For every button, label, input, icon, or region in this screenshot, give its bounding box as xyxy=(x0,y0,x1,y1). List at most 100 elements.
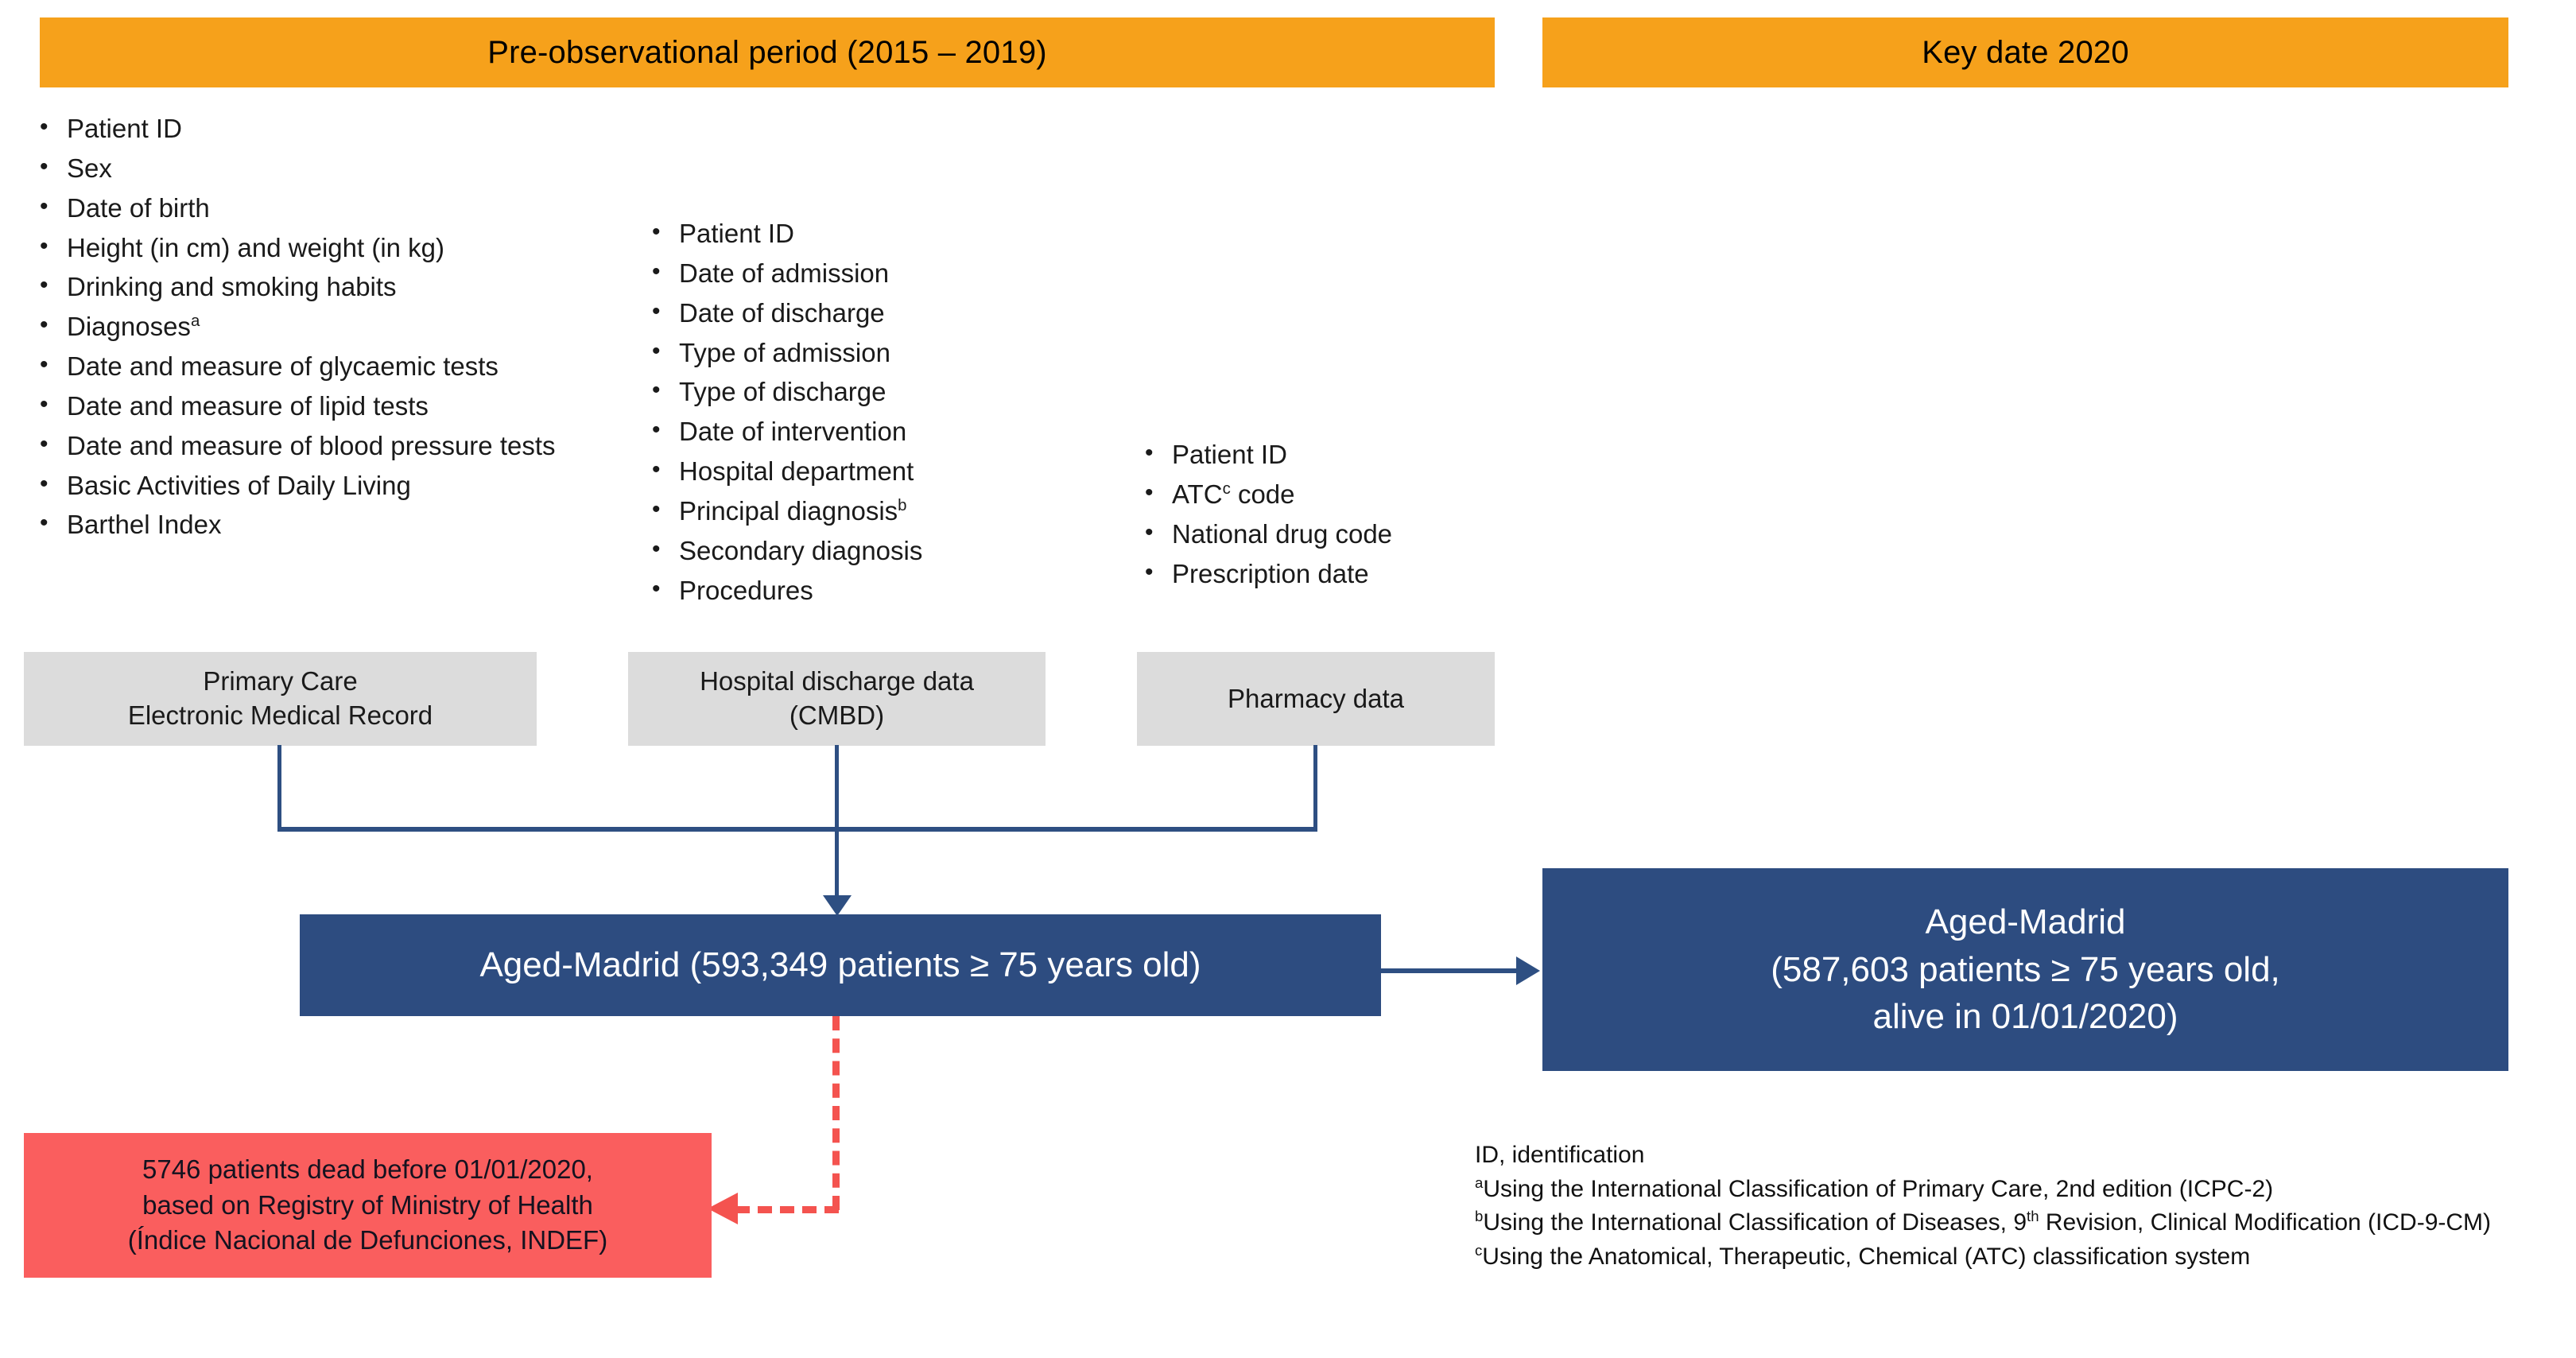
connector-line-merge-horizontal xyxy=(277,827,1317,832)
connector-line-hospital-discharge xyxy=(835,745,839,831)
bullet-icon: • xyxy=(40,430,48,457)
bullet-icon: • xyxy=(652,417,661,444)
list-item: • ATCc code xyxy=(1145,475,1558,514)
bullet-icon: • xyxy=(652,535,661,562)
list-item-label: National drug code xyxy=(1172,518,1393,549)
bullet-icon: • xyxy=(40,390,48,417)
exclusion-box-dead-patients-label: 5746 patients dead before 01/01/2020,bas… xyxy=(127,1154,608,1255)
list-item-label: Basic Activities of Daily Living xyxy=(67,470,411,500)
bullet-icon: • xyxy=(1145,518,1154,545)
list-item: • Patient ID xyxy=(652,215,1065,253)
list-item: • Drinking and smoking habits xyxy=(40,268,580,306)
list-item-label: Type of admission xyxy=(679,337,890,367)
list-item: • Type of admission xyxy=(652,334,1065,372)
connector-line-pharmacy xyxy=(1313,745,1317,831)
exclusion-connector-horizontal xyxy=(735,1206,839,1213)
bullet-icon: • xyxy=(1145,558,1154,585)
footnote-line: aUsing the International Classification … xyxy=(1475,1174,2274,1202)
arrowhead-down-icon xyxy=(823,895,852,916)
list-item-label: Date of admission xyxy=(679,258,890,288)
bullet-icon: • xyxy=(652,337,661,364)
source-box-hospital-discharge: Hospital discharge data(CMBD) xyxy=(628,652,1046,746)
list-item-label: Drinking and smoking habits xyxy=(67,272,397,302)
bullet-icon: • xyxy=(40,351,48,378)
bullet-icon: • xyxy=(652,219,661,245)
pharmacy-variable-list: • Patient ID • ATCc code • National drug code… xyxy=(1145,436,1558,594)
list-item-label: Date of intervention xyxy=(679,417,907,447)
bullet-icon: • xyxy=(652,456,661,483)
list-item: •Date and measure of blood pressure test… xyxy=(40,427,580,465)
bullet-icon: • xyxy=(40,510,48,537)
bullet-icon: • xyxy=(40,192,48,219)
cohort-box-aged-madrid-key-label: Aged-Madrid(587,603 patients ≥ 75 years … xyxy=(1771,902,2280,1037)
list-item: •Date and measure of lipid tests xyxy=(40,387,580,425)
list-item-label: Secondary diagnosis xyxy=(679,535,923,565)
list-item: • Date of admission xyxy=(652,254,1065,293)
banner-key-date-label: Key date 2020 xyxy=(1922,34,2129,70)
primary-care-variable-list: •Patient ID•Sex•Date of birth•Height (in… xyxy=(40,110,580,545)
list-item-label: Hospital department xyxy=(679,456,914,487)
list-item-label: Barthel Index xyxy=(67,510,222,540)
list-item-label: Height (in cm) and weight (in kg) xyxy=(67,232,445,262)
footnotes-block: ID, identification aUsing the Internation… xyxy=(1475,1139,2556,1274)
bullet-icon: • xyxy=(1145,440,1154,466)
list-item: • National drug code xyxy=(1145,515,1558,553)
bullet-icon: • xyxy=(652,297,661,324)
connector-line-cohort-to-key xyxy=(1381,968,1523,973)
list-item-label: Prescription date xyxy=(1172,558,1369,588)
list-item-label: Patient ID xyxy=(1172,440,1287,469)
list-item: • Barthel Index xyxy=(40,506,580,544)
arrowhead-right-icon xyxy=(1516,956,1540,985)
list-item-label: Type of discharge xyxy=(679,377,886,407)
bullet-icon: • xyxy=(652,258,661,285)
connector-line-merge-down xyxy=(835,827,839,900)
list-item: •Height (in cm) and weight (in kg) xyxy=(40,229,580,267)
bullet-icon: • xyxy=(40,114,48,140)
list-item-label: Patient ID xyxy=(67,114,182,143)
list-item: • Hospital department xyxy=(652,452,1065,491)
bullet-icon: • xyxy=(40,470,48,497)
connector-line-primary-care xyxy=(277,745,281,831)
list-item: • Principal diagnosisb xyxy=(652,492,1065,530)
bullet-icon: • xyxy=(1145,479,1154,506)
exclusion-connector-vertical xyxy=(832,1016,840,1210)
footnote-line: cUsing the Anatomical, Therapeutic, Chem… xyxy=(1475,1241,2251,1270)
bullet-icon: • xyxy=(40,153,48,180)
list-item: • Date of discharge xyxy=(652,294,1065,332)
list-item: • Patient ID xyxy=(40,110,580,148)
footnote-line: ID, identification xyxy=(1475,1142,1645,1168)
list-item: •Date and measure of glycaemic tests xyxy=(40,347,580,386)
bullet-icon: • xyxy=(40,272,48,299)
banner-pre-observational-period: Pre-observational period (2015 – 2019) xyxy=(40,17,1495,87)
list-item: • Patient ID xyxy=(1145,436,1558,474)
source-box-pharmacy-label: Pharmacy data xyxy=(1228,683,1404,713)
list-item: • Diagnosesa xyxy=(40,308,580,346)
list-item-label: ATCc code xyxy=(1172,479,1295,509)
bullet-icon: • xyxy=(652,377,661,404)
source-box-pharmacy: Pharmacy data xyxy=(1137,652,1495,746)
exclusion-arrowhead-left-icon xyxy=(708,1193,738,1224)
exclusion-box-dead-patients: 5746 patients dead before 01/01/2020,bas… xyxy=(24,1133,712,1278)
footnote-line: bUsing the International Classification … xyxy=(1475,1208,2492,1236)
bullet-icon: • xyxy=(652,575,661,602)
list-item: • Date of intervention xyxy=(652,413,1065,451)
cohort-box-aged-madrid-pre-label: Aged-Madrid (593,349 patients ≥ 75 years… xyxy=(479,945,1201,984)
bullet-icon: • xyxy=(652,495,661,522)
list-item: •Sex xyxy=(40,149,580,188)
cohort-box-aged-madrid-pre: Aged-Madrid (593,349 patients ≥ 75 years… xyxy=(300,914,1381,1016)
bullet-icon: • xyxy=(40,312,48,339)
list-item: • Prescription date xyxy=(1145,555,1558,593)
list-item: • Type of discharge xyxy=(652,373,1065,411)
list-item: • Date of birth xyxy=(40,189,580,227)
list-item-label: Date of discharge xyxy=(679,297,885,328)
list-item-label: Patient ID xyxy=(679,219,794,248)
list-item-label: Diagnosesa xyxy=(67,312,200,342)
list-item-label: Date of birth xyxy=(67,192,210,223)
list-item-label: Principal diagnosisb xyxy=(679,495,907,526)
banner-pre-observational-label: Pre-observational period (2015 – 2019) xyxy=(487,34,1047,70)
cohort-box-aged-madrid-key: Aged-Madrid(587,603 patients ≥ 75 years … xyxy=(1542,868,2508,1071)
banner-key-date: Key date 2020 xyxy=(1542,17,2508,87)
